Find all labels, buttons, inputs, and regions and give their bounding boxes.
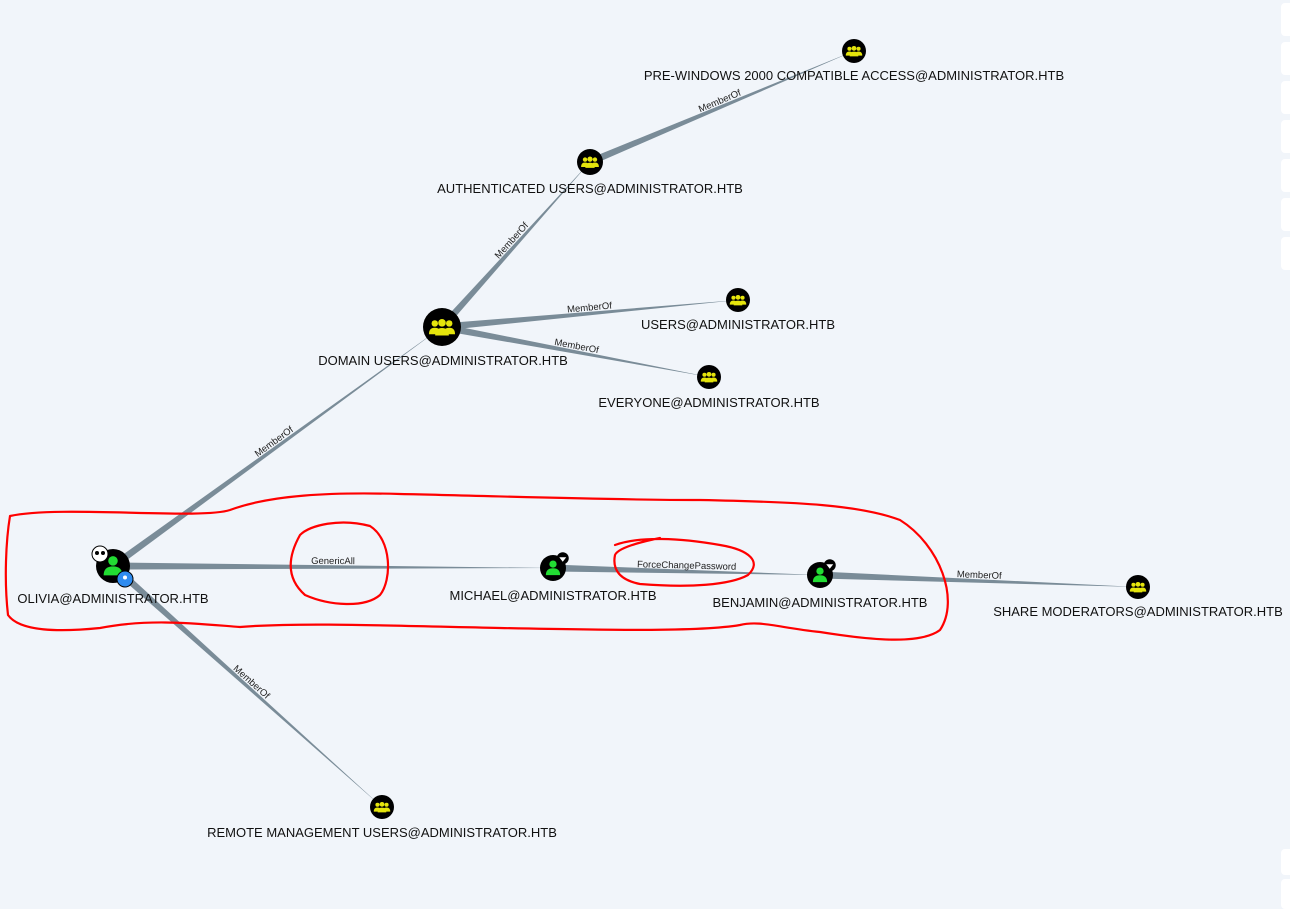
group-node-circle[interactable] [577,149,603,175]
node-prewin[interactable]: PRE-WINDOWS 2000 COMPATIBLE ACCESS@ADMIN… [644,39,1064,83]
edge-line[interactable] [588,51,854,166]
edges-layer: MemberOfMemberOfMemberOfMemberOfMemberOf… [110,51,1138,807]
edge-line[interactable] [112,562,553,570]
user-head [549,560,557,568]
edge-label: GenericAll [311,556,355,567]
group-node-circle[interactable] [423,308,461,346]
node-label: DOMAIN USERS@ADMINISTRATOR.HTB [318,353,568,368]
group-icon [581,156,599,168]
node-label: USERS@ADMINISTRATOR.HTB [641,317,835,332]
node-label: OLIVIA@ADMINISTRATOR.HTB [17,591,208,606]
edge-line[interactable] [441,300,738,331]
node-label: AUTHENTICATED USERS@ADMINISTRATOR.HTB [437,181,743,196]
nodes-layer: OLIVIA@ADMINISTRATOR.HTB DOMAIN USERS@ADM… [17,39,1283,840]
user-head [816,567,824,575]
edge-line[interactable] [552,564,820,575]
group-icon [845,45,863,57]
node-label: BENJAMIN@ADMINISTRATOR.HTB [713,595,928,610]
edge-line[interactable] [110,563,382,807]
toolbar-button-5[interactable] [1281,159,1290,192]
group-icon [700,371,718,383]
group-icon [428,319,456,336]
edge-line[interactable] [819,571,1138,587]
node-sharemod[interactable]: SHARE MODERATORS@ADMINISTRATOR.HTB [993,575,1283,619]
edge-forcechangepassword[interactable]: ForceChangePassword [552,559,820,575]
group-icon [373,801,391,813]
node-olivia[interactable]: OLIVIA@ADMINISTRATOR.HTB [17,545,209,606]
node-label: SHARE MODERATORS@ADMINISTRATOR.HTB [993,604,1283,619]
edge-label: MemberOf [231,663,272,701]
node-remotemgmt[interactable]: REMOTE MANAGEMENT USERS@ADMINISTRATOR.HT… [207,795,557,840]
toolbar-button-6[interactable] [1281,198,1290,231]
edge-line[interactable] [441,323,709,377]
node-everyone[interactable]: EVERYONE@ADMINISTRATOR.HTB [598,365,820,410]
group-node-circle[interactable] [370,795,394,819]
diamond-icon [823,559,836,572]
user-icon [103,556,123,576]
node-michael[interactable]: MICHAEL@ADMINISTRATOR.HTB [449,552,657,603]
toolbar-button-7[interactable] [1281,237,1290,270]
toolbar-button-2[interactable] [1281,42,1290,75]
toolbar-button-3[interactable] [1281,81,1290,114]
red-annotation-markup [4,492,949,641]
user-icon [812,567,828,583]
diamond-icon [556,552,569,565]
edge-memberof[interactable]: MemberOf [441,300,738,331]
node-label: EVERYONE@ADMINISTRATOR.HTB [598,395,819,410]
user-icon [545,560,561,576]
toolbar-button-8[interactable] [1281,849,1290,875]
user-head [108,556,118,566]
edge-label: MemberOf [253,424,296,459]
toolbar-button-9[interactable] [1281,879,1290,909]
toolbar-button-1[interactable] [1281,3,1290,36]
group-icon [1129,581,1147,593]
node-label: MICHAEL@ADMINISTRATOR.HTB [449,588,656,603]
node-domainusers[interactable]: DOMAIN USERS@ADMINISTRATOR.HTB [318,308,568,368]
toolbar-button-4[interactable] [1281,120,1290,153]
location-pin-icon [116,570,134,588]
edge-label: ForceChangePassword [637,559,737,573]
edge-label: MemberOf [957,569,1003,582]
group-node-circle[interactable] [726,288,750,312]
node-label: REMOTE MANAGEMENT USERS@ADMINISTRATOR.HT… [207,825,557,840]
node-label: PRE-WINDOWS 2000 COMPATIBLE ACCESS@ADMIN… [644,68,1064,83]
edge-genericall[interactable]: GenericAll [112,556,553,570]
node-users[interactable]: USERS@ADMINISTRATOR.HTB [641,288,835,332]
group-node-circle[interactable] [1126,575,1150,599]
edge-line[interactable] [439,162,590,330]
group-node-circle[interactable] [697,365,721,389]
edge-label: MemberOf [493,220,531,261]
skull-icon [91,545,109,563]
group-icon [729,294,747,306]
edge-label: MemberOf [567,300,613,315]
node-benjamin[interactable]: BENJAMIN@ADMINISTRATOR.HTB [713,559,928,610]
node-authusers[interactable]: AUTHENTICATED USERS@ADMINISTRATOR.HTB [437,149,743,196]
group-node-circle[interactable] [842,39,866,63]
edge-line[interactable] [110,327,442,569]
edge-memberof[interactable]: MemberOf [819,569,1138,587]
